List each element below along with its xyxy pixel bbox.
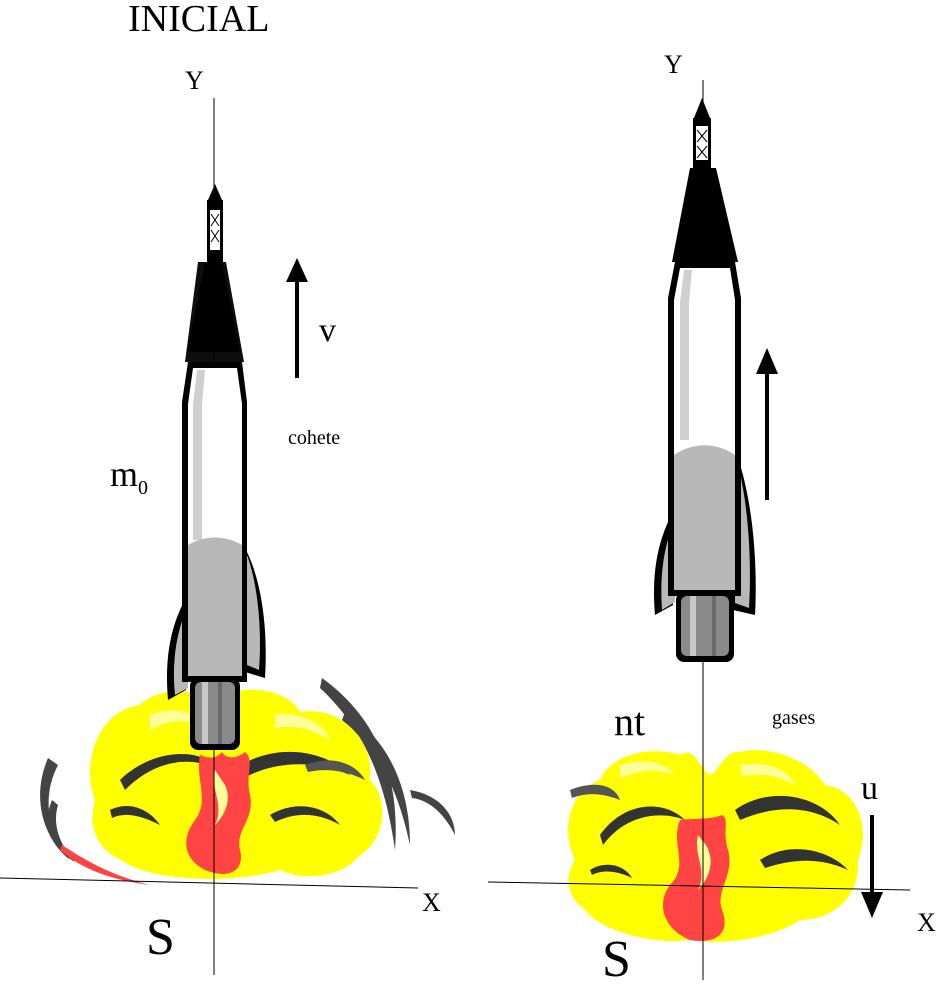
mass-label-left: m0	[110, 454, 148, 498]
axis-x-label-right: X	[917, 908, 936, 937]
smoke-trails-left	[40, 678, 455, 862]
arrow-up-icon-right	[756, 348, 778, 500]
origin-label-right: S	[602, 931, 631, 988]
velocity-label-left: v	[319, 312, 336, 349]
flame-icon	[90, 689, 383, 879]
flame-icon-right	[568, 750, 863, 942]
diagram-title: INICIAL	[128, 0, 270, 40]
axis-x-line-left	[0, 877, 419, 889]
rocket-icon-right	[653, 98, 756, 662]
arrow-down-icon	[861, 815, 883, 918]
axis-x-label-left: X	[422, 888, 441, 917]
mass-subscript: 0	[138, 477, 149, 499]
arrow-up-icon	[286, 258, 308, 378]
mass-base: m	[110, 454, 139, 494]
rocket-icon	[166, 184, 266, 750]
axis-y-label-right: Y	[664, 50, 683, 79]
gas-velocity-label: u	[861, 770, 878, 807]
gas-label: gases	[772, 707, 816, 729]
axis-x-line-right	[487, 881, 911, 891]
origin-label-left: S	[146, 909, 175, 966]
axis-y-label-left: Y	[185, 66, 204, 95]
mass-label-right: nt	[614, 699, 646, 744]
rocket-label: cohete	[288, 427, 341, 449]
